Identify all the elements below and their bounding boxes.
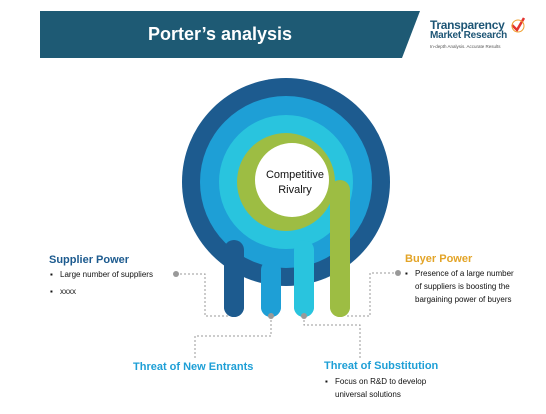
connector-buyer [346,272,398,317]
logo-tagline: In-depth Analysis. Accurate Results [430,44,501,49]
substitution-bullet-1: Focus on R&D to develop universal soluti… [325,375,475,401]
connector-new-entrants [194,316,272,358]
supplier-power-bullet-2: xxxx [50,285,180,298]
company-logo: Transparency Market Research In-depth An… [430,17,540,58]
dot-new-entrants [268,313,274,319]
connector-substitution [303,316,361,358]
supplier-power-bullet-1: Large number of suppliers [50,268,180,281]
connector-supplier [176,273,228,317]
logo-name-line1: Transparency [430,18,505,32]
logo-mark-icon [511,17,526,33]
substitution-bullet-line1: Focus on R&D to develop [335,377,427,386]
dot-buyer [395,270,401,276]
substitution-bullet-line2: universal solutions [335,390,401,399]
substitution-bullets: Focus on R&D to develop universal soluti… [325,375,475,401]
center-disc [255,143,329,217]
logo-name-line2: Market Research [430,30,508,41]
substitution-title: Threat of Substitution [324,360,439,372]
center-label-line2: Rivalry [278,184,312,196]
buyer-power-bullets: Presence of a large number of suppliers … [405,267,540,306]
buyer-power-bullet-line3: bargaining power of buyers [415,295,512,304]
buyer-power-bullet-line2: of suppliers is boosting the [415,282,510,291]
dot-substitution [301,313,307,319]
center-label: Competitive Rivalry [255,168,335,198]
new-entrants-title: Threat of New Entrants [133,361,254,373]
buyer-power-bullet-1: Presence of a large number of suppliers … [405,267,540,306]
center-label-line1: Competitive [265,169,325,181]
buyer-power-title: Buyer Power [405,253,473,265]
supplier-power-title: Supplier Power [49,254,130,266]
supplier-power-bullets: Large number of suppliers xxxx [50,268,180,298]
buyer-power-bullet-line1: Presence of a large number [415,269,514,278]
title-banner [40,11,420,58]
page-title: Porter’s analysis [147,24,293,44]
